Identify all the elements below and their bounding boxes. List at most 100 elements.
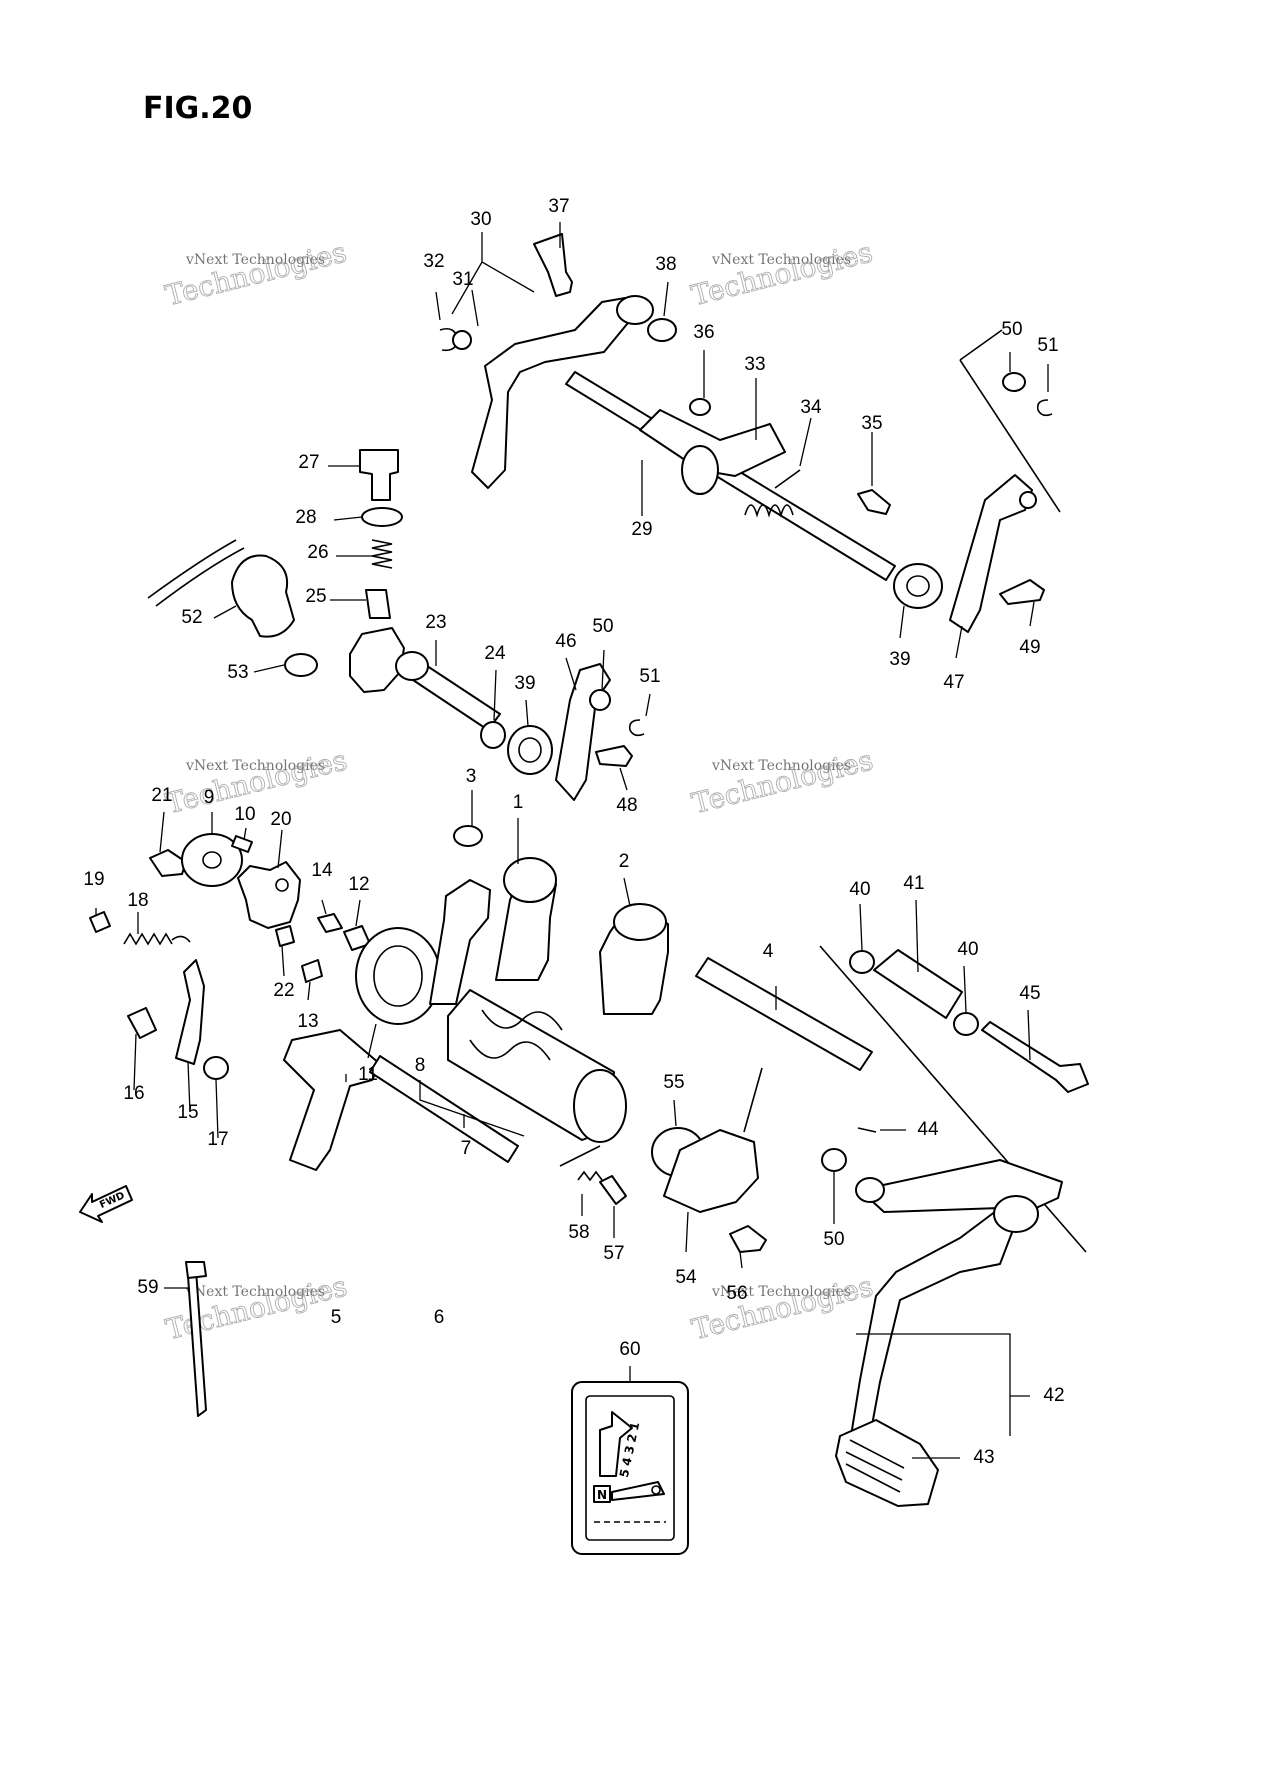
callout: 28	[295, 507, 316, 528]
callout: 42	[1043, 1385, 1064, 1406]
washer	[849, 950, 875, 974]
watermark-outline: Technologies	[162, 235, 350, 312]
callout: 37	[548, 196, 569, 217]
pin	[599, 1175, 627, 1205]
callout: 43	[973, 1447, 994, 1468]
cam-collar	[395, 651, 429, 681]
gear-numbers: 5 4 3 2 1	[617, 1421, 642, 1479]
gear-stopper	[175, 959, 205, 1065]
washer	[301, 959, 323, 983]
washer	[821, 1148, 847, 1172]
figure-title: FIG.20	[143, 91, 252, 126]
callout: 47	[943, 672, 964, 693]
callout: 1	[513, 792, 524, 813]
watermark-outline: Technologies	[688, 235, 876, 312]
label-inner	[585, 1395, 675, 1541]
callout: 17	[207, 1129, 228, 1150]
washer	[589, 689, 611, 711]
callout: 48	[616, 795, 637, 816]
callout: 20	[270, 809, 291, 830]
callout: 8	[415, 1055, 426, 1076]
watermark-outline: Technologies	[162, 743, 350, 820]
callout: 45	[1019, 983, 1040, 1004]
bearing-inner	[373, 945, 423, 1007]
spring-hook	[774, 469, 801, 489]
fork-shaft	[369, 1055, 519, 1163]
callout: 30	[470, 209, 491, 230]
switch-wire	[743, 1067, 763, 1133]
callout: 26	[307, 542, 328, 563]
pedal-icon	[611, 1481, 665, 1501]
oil-seal-bore	[906, 575, 930, 597]
callout: 16	[123, 1083, 144, 1104]
watermark: vNext Technologies Technologies	[688, 1269, 877, 1347]
callout: 57	[603, 1243, 624, 1264]
oil-seal	[893, 563, 943, 609]
callout: 51	[1037, 335, 1058, 356]
callout: 11	[358, 1064, 378, 1085]
callouts: 1 2 3 4 5 6 7 8 9 10 11 12 13 14 15 16 1…	[83, 196, 1064, 1468]
leader-lines	[95, 222, 1049, 1459]
callout: 52	[181, 607, 202, 628]
neutral-switch	[231, 554, 295, 638]
fork-shaft	[695, 957, 873, 1071]
watermark: vNext Technologies Technologies	[162, 743, 351, 821]
shift-arrow-icon	[599, 1411, 633, 1477]
circlip	[628, 719, 645, 737]
callout: 7	[461, 1138, 472, 1159]
cotter-pin	[857, 1127, 877, 1133]
spring	[123, 932, 173, 946]
callout: 53	[227, 662, 248, 683]
callout: 39	[889, 649, 910, 670]
callout: 55	[663, 1072, 684, 1093]
gear-4: 4	[619, 1456, 634, 1467]
return-spring	[744, 504, 794, 518]
switch-wire	[147, 539, 237, 599]
callout: 19	[83, 869, 104, 890]
drum-end	[573, 1069, 627, 1143]
callout: 9	[204, 787, 215, 808]
callout: 60	[619, 1339, 640, 1360]
dashed-guide	[959, 329, 1061, 513]
callout: 56	[726, 1283, 747, 1304]
dowel-pin	[231, 835, 253, 853]
arm-bolt	[595, 745, 633, 767]
shift-arm-boss	[616, 295, 654, 325]
callout: 39	[514, 673, 535, 694]
pedal-rubber	[835, 1419, 939, 1507]
watermark-text: vNext Technologies	[185, 252, 325, 268]
shift-pattern-label: 5 4 3 2 1 N	[571, 1381, 689, 1555]
watermark: vNext Technologies Technologies	[688, 743, 877, 821]
callout: 50	[823, 1229, 844, 1250]
parts: 5 4 3 2 1 N FWD	[79, 233, 1089, 1555]
washer	[689, 398, 711, 416]
callout: 4	[763, 941, 774, 962]
gear-position-switch	[663, 1129, 759, 1213]
plug	[359, 449, 399, 501]
bolt	[127, 1007, 157, 1039]
switch-wire	[155, 547, 245, 607]
callout: 46	[555, 631, 576, 652]
callout: 31	[452, 269, 473, 290]
washer	[480, 721, 506, 749]
gear-1: 1	[627, 1421, 642, 1432]
fork-boss	[613, 903, 667, 941]
shaft-collar	[681, 445, 719, 495]
callout: 14	[311, 860, 333, 881]
cam-driven-gear	[237, 861, 301, 929]
callout: 36	[693, 322, 714, 343]
callout: 50	[1001, 319, 1022, 340]
stopper-bolt	[857, 489, 891, 515]
callout: 23	[425, 612, 446, 633]
spring	[371, 539, 393, 569]
callout: 21	[151, 785, 172, 806]
collar	[873, 949, 963, 1019]
callout: 49	[1019, 637, 1040, 658]
watermark-outline: Technologies	[688, 1269, 876, 1346]
callout: 24	[484, 643, 506, 664]
callout: 38	[655, 254, 676, 275]
bolt	[149, 849, 187, 877]
washer	[647, 318, 677, 342]
rubber-ribs	[845, 1439, 905, 1493]
